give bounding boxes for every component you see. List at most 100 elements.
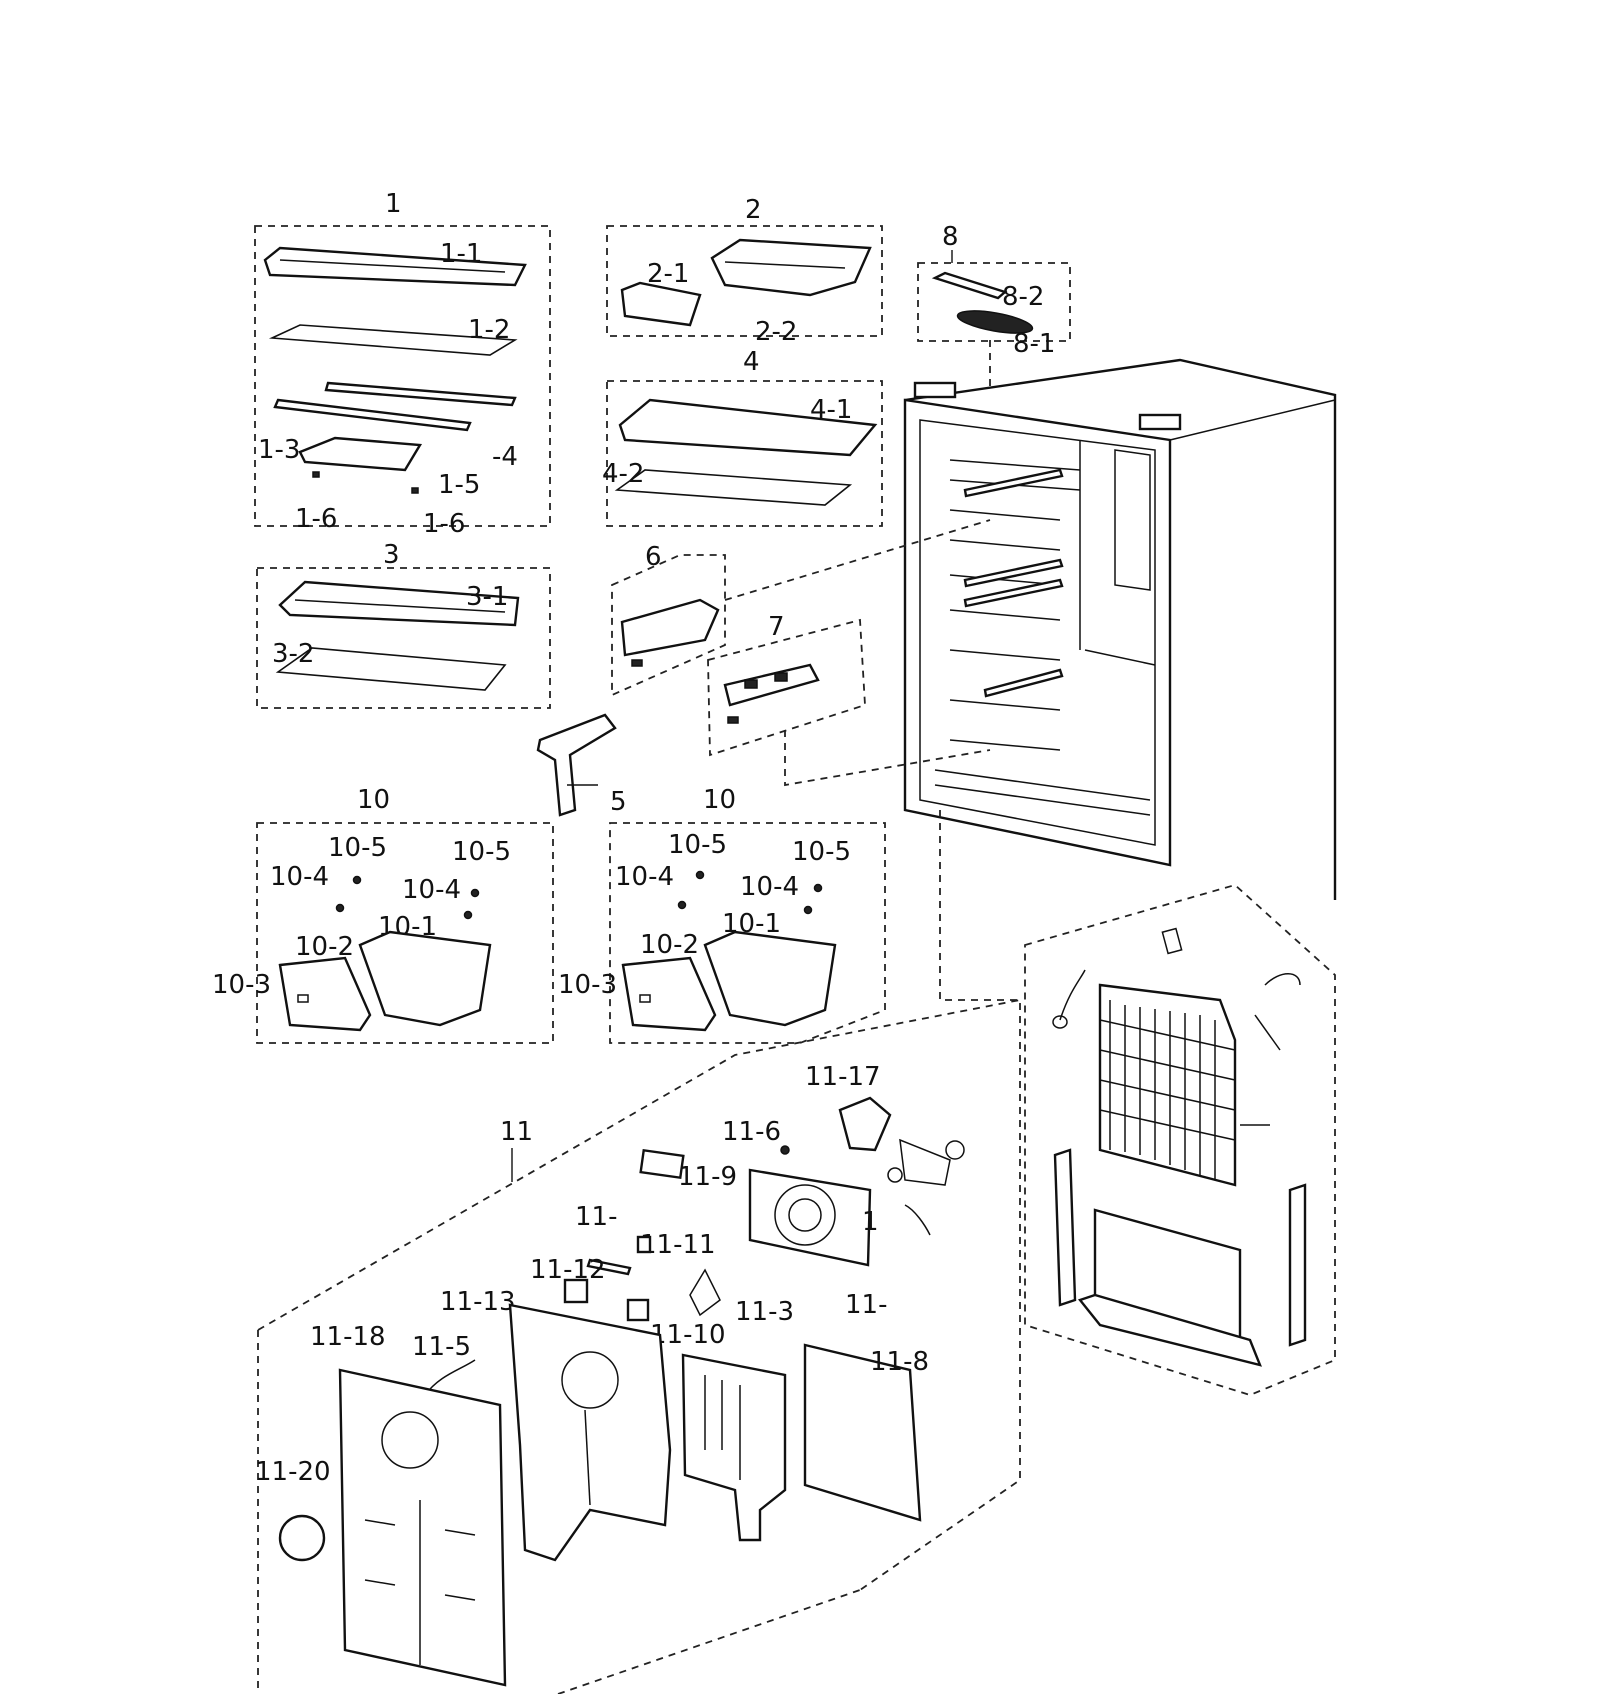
group-10-right-label: 10 (703, 785, 736, 815)
damper-11-17 (838, 1096, 892, 1152)
evaporator-cover-seam (584, 1409, 591, 1506)
screw-1-5 (411, 487, 419, 494)
screw-right-c (677, 900, 687, 910)
evaporator-front-panel-11-18 (338, 1368, 507, 1687)
part-label-10-3-left: 10-3 (212, 970, 271, 1000)
group-11-boundary (257, 999, 1021, 1694)
part-label-11-x2: 11- (845, 1290, 887, 1320)
hinge-right (1138, 413, 1182, 431)
part-label-8-2: 8-2 (1002, 282, 1044, 312)
group-2-boundary (606, 225, 883, 337)
group-7: 7 (707, 612, 866, 757)
group-11-label: 11 (500, 1117, 533, 1147)
group-4: 4 4-1 4-2 (602, 347, 883, 527)
guide-6-clip (631, 659, 643, 667)
group-1-label: 1 (385, 189, 402, 219)
part-label-3-1: 3-1 (466, 582, 508, 612)
shelf-glass-1-2 (268, 324, 518, 356)
part-label-8-1: 8-1 (1013, 329, 1055, 359)
part-label-10-3-right: 10-3 (558, 970, 617, 1000)
shelf-frame-3-1 (278, 580, 520, 627)
group-6-boundary (611, 554, 726, 697)
part-label-11-17: 11-17 (805, 1062, 881, 1092)
part-label-10-4a-right: 10-4 (615, 862, 674, 892)
part-label-11-20: 11-20 (255, 1457, 331, 1487)
evaporator-coil (1098, 983, 1237, 1187)
cabinet-rail-1 (963, 468, 1064, 498)
control-clip (727, 716, 739, 724)
back-panel-11-8 (803, 1343, 922, 1522)
part-label-11-11: 11-11 (640, 1230, 716, 1260)
screw-right-a (695, 870, 705, 880)
evaporator-cover-fan-opening (561, 1351, 619, 1409)
connector-11-11 (636, 1235, 652, 1254)
label-plate-11-9 (639, 1148, 685, 1180)
small-tray-1-3 (298, 436, 423, 472)
group-8-boundary (917, 262, 1071, 342)
crisper-drawer-10-1-left (358, 930, 492, 1027)
cabinet-rail-2 (963, 558, 1064, 588)
cabinet-inner (919, 419, 1156, 846)
group-10-left-boundary (256, 822, 554, 1044)
group-4-boundary (606, 380, 883, 527)
screw-right-b (813, 883, 823, 893)
hinge-left (913, 381, 957, 399)
drain-pan-base (1077, 1293, 1262, 1367)
part-label-11-x1: 11- (575, 1202, 617, 1232)
cabinet-rib-7 (949, 649, 1061, 661)
sensor-wire-left (1059, 969, 1086, 1021)
group-3: 3 3-1 3-2 (256, 540, 551, 709)
part-label-10-4b-left: 10-4 (402, 875, 461, 905)
screw-left-c (335, 903, 345, 913)
crisper-handle-left (297, 994, 309, 1003)
part-label-3-2: 3-2 (272, 639, 314, 669)
evaporator-group (1024, 883, 1336, 1396)
part-label-2-1: 2-1 (647, 259, 689, 289)
screw-1-6a (312, 471, 320, 478)
cabinet-floor-lines (934, 769, 1151, 816)
part-label-10-5b-right: 10-5 (792, 837, 851, 867)
part-label-11-8: 11-8 (870, 1347, 929, 1377)
cabinet-front (903, 398, 1172, 867)
group-3-label: 3 (383, 540, 400, 570)
part-label-11-3: 11-3 (735, 1297, 794, 1327)
group-10-left: 10 10-5 10-5 10-4 10-4 10-1 10-2 10-3 (212, 785, 554, 1044)
sensor-left (1052, 1015, 1068, 1029)
part-label-11-9: 11-9 (678, 1162, 737, 1192)
lamp-8-1 (956, 310, 1034, 334)
fan-bracket (748, 1168, 872, 1267)
fan-motor-wire (904, 1204, 931, 1236)
evaporator-cover-11-13 (508, 1303, 672, 1562)
part-label-10-2-right: 10-2 (640, 930, 699, 960)
fan-motor-hub (887, 1167, 903, 1183)
group-10-left-label: 10 (357, 785, 390, 815)
group-11: 11 11-17 11-6 11-9 1 11- 11-11 11-12 11-… (255, 999, 1021, 1694)
gasket-ring-11-20 (278, 1514, 326, 1562)
part-label-4-1: 4-1 (810, 395, 852, 425)
evaporator-fins-horizontal (1099, 1019, 1236, 1141)
part-label-1-4: -4 (492, 442, 518, 472)
part-label-10-5b-left: 10-5 (452, 837, 511, 867)
part-5: 5 (536, 713, 627, 817)
screw-left-a (352, 875, 362, 885)
screw-left-d (463, 910, 473, 920)
group-10-right: 10 10-5 10-5 10-4 10-4 10-1 10-2 10-3 (558, 785, 886, 1044)
part-label-11-18: 11-18 (310, 1322, 386, 1352)
part-label-1-6b: 1-6 (423, 509, 465, 539)
cabinet-rib-9 (949, 739, 1061, 751)
group-1: 1 1-1 1-2 1-3 -4 1-5 1-6 1-6 (254, 189, 551, 539)
group-6-label: 6 (645, 542, 662, 572)
group-10-right-boundary (609, 822, 886, 1044)
bracket-5 (536, 713, 617, 817)
group-4-label: 4 (743, 347, 760, 377)
heater-plate-11-10 (681, 1353, 787, 1542)
part-label-1-2: 1-2 (468, 315, 510, 345)
part-label-11-x3: 1 (862, 1207, 879, 1237)
screw-11-6 (780, 1145, 790, 1155)
shelf-rail-upper (324, 381, 517, 407)
evaporator-fins-vertical (1109, 1000, 1216, 1180)
part-label-10-4b-right: 10-4 (740, 872, 799, 902)
lamp-cover-8-2 (931, 271, 1008, 300)
group-2: 2 2-1 2-2 (606, 195, 883, 347)
